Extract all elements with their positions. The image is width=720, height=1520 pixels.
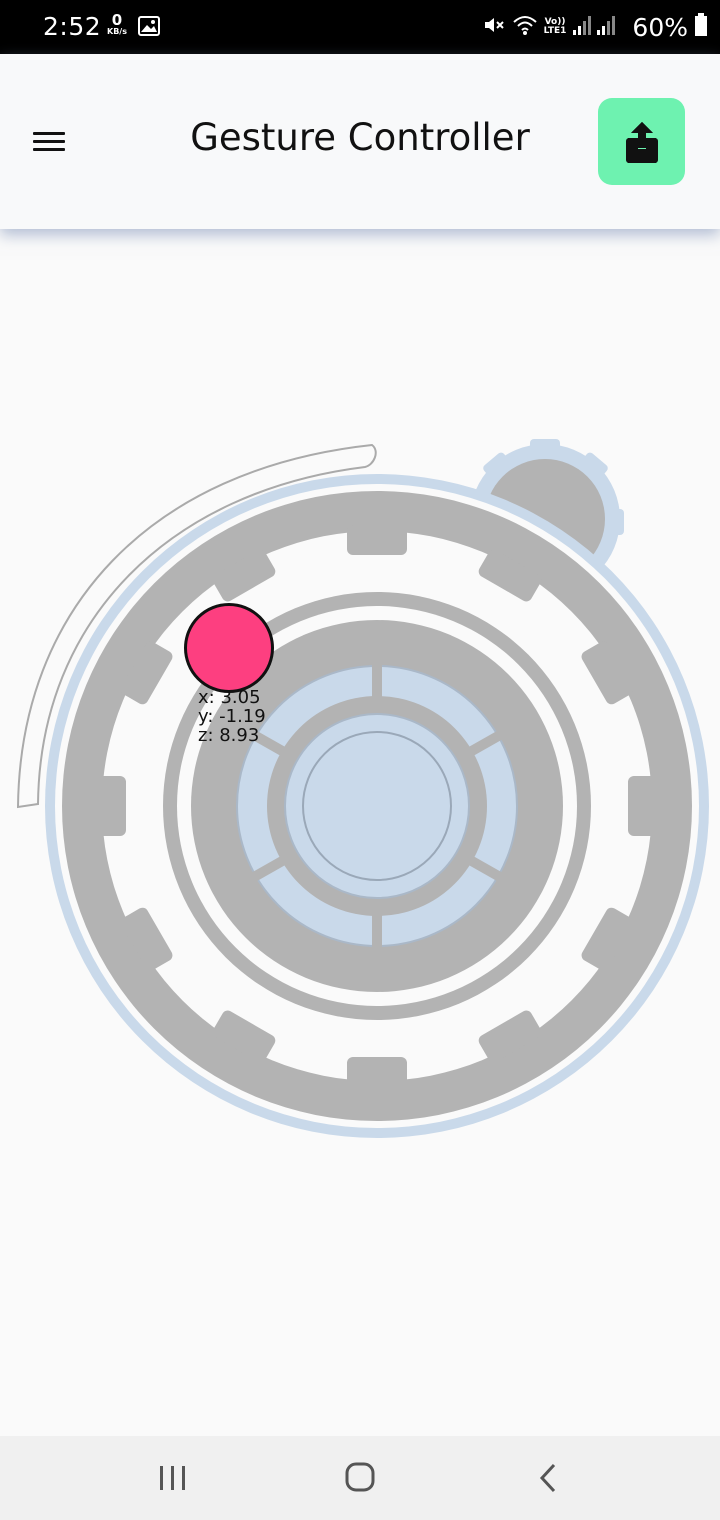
page-title: Gesture Controller [190, 116, 530, 159]
back-button[interactable] [518, 1456, 578, 1500]
z-value: z: 8.93 [198, 725, 260, 746]
volte-label: Vo)) [544, 17, 566, 27]
hamburger-menu-icon [33, 132, 65, 135]
gallery-icon [138, 16, 160, 40]
network-type: Vo)) LTE1 [544, 18, 567, 36]
signal-icon [572, 14, 618, 40]
mute-icon [482, 13, 506, 41]
battery-icon [694, 13, 708, 41]
back-icon [539, 1463, 556, 1493]
gear-joystick-graphic [16, 439, 709, 1138]
recents-icon [160, 1466, 185, 1490]
accelerometer-readout: x: 3.05 y: -1.19 z: 8.93 [198, 688, 266, 745]
wifi-icon [512, 14, 538, 40]
hamburger-menu-icon [33, 148, 65, 151]
tilt-indicator-ball[interactable] [184, 603, 274, 693]
net-speed-indicator: 0 KB/s [104, 13, 130, 36]
status-time: 2:52 [43, 12, 102, 41]
home-button[interactable] [330, 1456, 390, 1500]
home-icon [345, 1462, 375, 1492]
hamburger-menu-icon [33, 140, 65, 143]
status-bar: 2:52 0 KB/s Vo)) LTE1 [0, 0, 720, 54]
navigation-bar [0, 1436, 720, 1520]
battery-percent: 60% [632, 12, 688, 42]
app-bar: Gesture Controller [0, 54, 720, 229]
y-value: y: -1.19 [198, 706, 266, 727]
gesture-canvas[interactable]: x: 3.05 y: -1.19 z: 8.93 [0, 229, 720, 1436]
recents-button[interactable] [143, 1456, 203, 1500]
share-button[interactable] [598, 98, 685, 185]
share-upload-icon [626, 122, 658, 163]
lte-label: LTE1 [543, 26, 567, 36]
menu-button[interactable] [28, 126, 70, 158]
x-value: x: 3.05 [198, 687, 261, 708]
net-speed-value: 0 [111, 11, 123, 29]
net-speed-unit: KB/s [107, 27, 127, 36]
